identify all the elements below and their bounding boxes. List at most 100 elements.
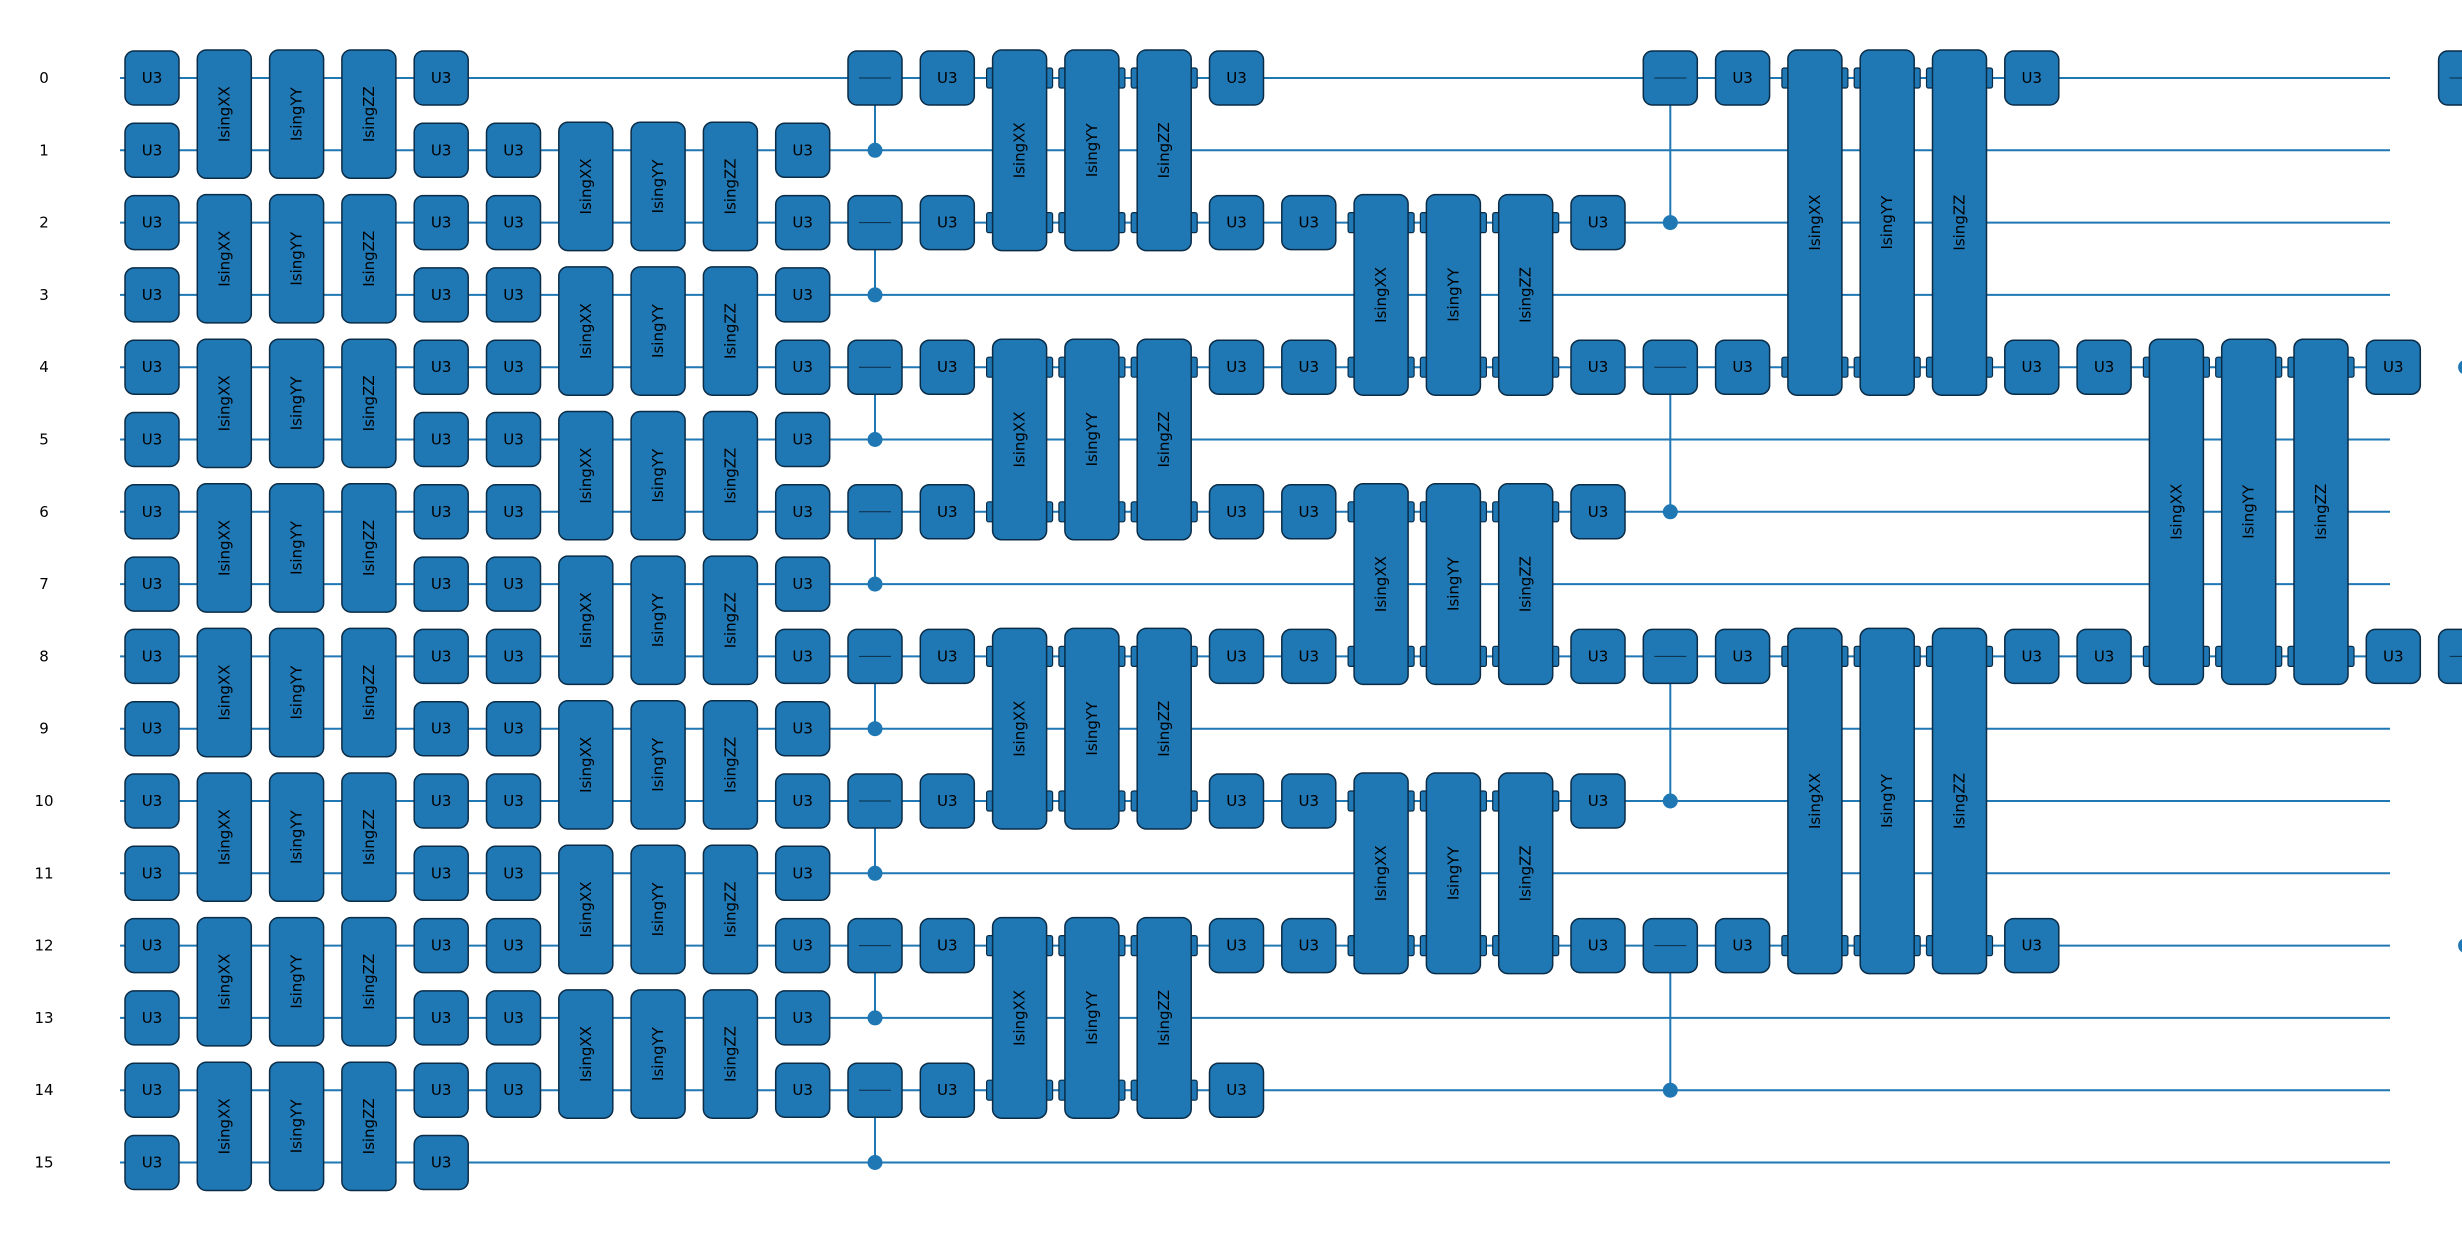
u3-gate[interactable] [1208,194,1265,251]
ising-zz-gate[interactable] [1136,49,1192,252]
ising-xx-gate[interactable] [991,49,1048,252]
u3-gate[interactable] [919,194,976,251]
u3-gate[interactable] [413,556,469,612]
ising-xx-gate[interactable] [1787,627,1843,975]
ising-zz-gate[interactable] [702,989,759,1119]
u3-gate[interactable] [1570,917,1626,974]
ising-yy-gate[interactable] [630,555,686,686]
u3-gate[interactable] [124,339,180,395]
ising-xx-gate[interactable] [196,338,253,469]
ising-zz-gate[interactable] [702,699,759,830]
ising-zz-gate[interactable] [2293,338,2349,686]
ising-yy-gate[interactable] [268,916,325,1047]
ising-xx-gate[interactable] [1787,49,1843,396]
u3-gate[interactable] [774,194,831,251]
ising-yy-gate[interactable] [630,410,686,541]
u3-gate[interactable] [2365,628,2422,685]
u3-gate[interactable] [485,411,542,468]
ising-zz-gate[interactable] [341,627,397,758]
u3-gate[interactable] [1208,339,1265,395]
ising-yy-gate[interactable] [268,193,325,324]
u3-gate[interactable] [413,990,469,1046]
u3-gate[interactable] [774,990,831,1046]
u3-gate[interactable] [413,122,469,179]
ising-xx-gate[interactable] [558,844,614,975]
ising-yy-gate[interactable] [2220,338,2277,686]
u3-gate[interactable] [413,845,469,902]
u3-gate[interactable] [919,50,976,106]
u3-gate[interactable] [1570,339,1626,395]
u3-gate[interactable] [1208,50,1265,106]
u3-gate[interactable] [124,628,180,685]
u3-gate[interactable] [1281,194,1337,251]
ising-xx-gate[interactable] [1353,193,1409,396]
u3-gate[interactable] [413,628,469,685]
u3-gate[interactable] [1714,50,1771,106]
u3-gate[interactable] [485,339,542,395]
u3-gate[interactable] [2004,50,2060,106]
ising-xx-gate[interactable] [991,916,1048,1119]
u3-gate[interactable] [774,267,831,323]
u3-gate[interactable] [1208,773,1265,829]
u3-gate[interactable] [413,1062,469,1118]
ising-xx-gate[interactable] [991,627,1048,830]
ising-zz-gate[interactable] [341,916,397,1047]
u3-gate[interactable] [124,845,180,902]
ising-xx-gate[interactable] [558,410,614,541]
ising-yy-gate[interactable] [268,49,325,180]
u3-gate[interactable] [124,484,180,540]
ising-xx-gate[interactable] [558,266,614,396]
ising-yy-gate[interactable] [268,483,325,613]
ising-yy-gate[interactable] [630,989,686,1119]
u3-gate[interactable] [124,773,180,829]
ising-xx-gate[interactable] [196,916,253,1047]
u3-gate[interactable] [1281,628,1337,685]
ising-xx-gate[interactable] [991,338,1048,541]
ising-zz-gate[interactable] [1136,916,1192,1119]
ising-yy-gate[interactable] [1425,772,1482,975]
u3-gate[interactable] [124,194,180,251]
ising-zz-gate[interactable] [702,844,759,975]
u3-gate[interactable] [413,50,469,106]
u3-gate[interactable] [774,339,831,395]
ising-zz-gate[interactable] [702,121,759,252]
u3-gate[interactable] [485,556,542,612]
u3-gate[interactable] [774,845,831,902]
u3-gate[interactable] [124,50,180,106]
u3-gate[interactable] [1570,628,1626,685]
ising-yy-gate[interactable] [1425,193,1482,396]
ising-zz-gate[interactable] [341,193,397,324]
u3-gate[interactable] [2365,339,2422,395]
ising-yy-gate[interactable] [1064,916,1120,1119]
ising-xx-gate[interactable] [558,989,614,1119]
ising-yy-gate[interactable] [630,844,686,975]
ising-xx-gate[interactable] [196,1061,253,1192]
ising-xx-gate[interactable] [2148,338,2205,686]
u3-gate[interactable] [774,628,831,685]
u3-gate[interactable] [774,122,831,179]
u3-gate[interactable] [485,122,542,179]
u3-gate[interactable] [485,1062,542,1118]
u3-gate[interactable] [485,484,542,540]
ising-xx-gate[interactable] [1353,483,1409,686]
u3-gate[interactable] [485,700,542,757]
ising-xx-gate[interactable] [1353,772,1409,975]
ising-zz-gate[interactable] [341,483,397,613]
ising-yy-gate[interactable] [268,772,325,903]
u3-gate[interactable] [124,122,180,179]
u3-gate[interactable] [124,1134,180,1191]
ising-zz-gate[interactable] [1497,772,1554,975]
u3-gate[interactable] [485,845,542,902]
ising-zz-gate[interactable] [1136,627,1192,830]
ising-xx-gate[interactable] [558,555,614,686]
u3-gate[interactable] [1714,628,1771,685]
ising-zz-gate[interactable] [341,338,397,469]
ising-zz-gate[interactable] [1497,193,1554,396]
u3-gate[interactable] [1281,484,1337,540]
u3-gate[interactable] [413,1134,469,1191]
ising-xx-gate[interactable] [558,121,614,252]
u3-gate[interactable] [919,484,976,540]
u3-gate[interactable] [774,1062,831,1118]
u3-gate[interactable] [124,411,180,468]
u3-gate[interactable] [1208,628,1265,685]
